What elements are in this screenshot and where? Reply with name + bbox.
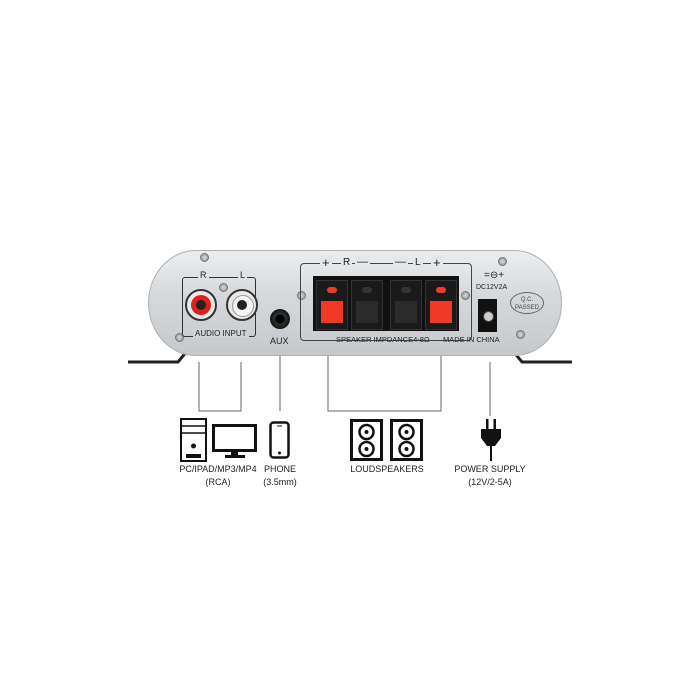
r-minus-label: —: [355, 256, 370, 268]
speakers-label: LOUDSPEAKERS: [350, 464, 424, 474]
power-sublabel: (12V/2-5A): [468, 477, 512, 487]
qc-line1: Q.C.: [520, 297, 534, 303]
rca-jack-left[interactable]: [226, 289, 258, 321]
phone-sublabel: (3.5mm): [263, 477, 297, 487]
dc-polarity-icon: =⊖+: [484, 270, 505, 281]
qc-line2: PASSED: [515, 305, 539, 311]
device-label-pc: PC/IPAD/MP3/MP4 (RCA): [168, 463, 268, 489]
pc-sublabel: (RCA): [205, 477, 231, 487]
speaker-impedance-label: SPEAKER IMPDANCE4-8Ω: [336, 335, 430, 344]
audio-input-label: AUDIO INPUT: [193, 329, 249, 338]
l-plus-label: +: [431, 255, 443, 270]
device-label-power: POWER SUPPLY (12V/2-5A): [445, 463, 535, 489]
audio-input-r-label: R: [198, 270, 209, 280]
dc-label: DC12V2A: [476, 284, 508, 291]
screw: [498, 257, 507, 266]
screw: [175, 333, 184, 342]
screw: [297, 291, 306, 300]
terminal-r-plus[interactable]: [316, 280, 348, 330]
rca-jack-right[interactable]: [185, 289, 217, 321]
screw: [219, 283, 228, 292]
audio-input-l-label: L: [238, 270, 248, 280]
power-label: POWER SUPPLY: [454, 464, 526, 474]
r-plus-label: +: [320, 255, 332, 270]
phone-label: PHONE: [263, 464, 296, 474]
screw: [461, 291, 470, 300]
loudspeaker-icon: [350, 419, 383, 461]
terminal-l-minus[interactable]: [390, 280, 422, 330]
monitor-icon: [212, 424, 257, 458]
r-label: R: [341, 257, 353, 268]
device-label-phone: PHONE (3.5mm): [255, 463, 305, 489]
pc-tower-icon: [180, 418, 207, 462]
l-label: L: [413, 257, 423, 268]
device-label-speakers: LOUDSPEAKERS: [337, 463, 437, 476]
made-in-label: MADE IN CHINA: [443, 335, 500, 344]
terminal-l-plus[interactable]: [425, 280, 457, 330]
dc-power-jack[interactable]: [478, 299, 497, 332]
screw: [200, 253, 209, 262]
l-minus-label: —: [393, 256, 408, 268]
qc-passed-badge: Q.C. PASSED: [510, 292, 544, 314]
aux-jack[interactable]: [270, 309, 290, 329]
power-plug-icon: [481, 419, 501, 461]
pc-label: PC/IPAD/MP3/MP4: [179, 464, 257, 474]
aux-label: AUX: [270, 336, 289, 346]
speaker-frame: [300, 263, 472, 341]
terminal-r-minus[interactable]: [351, 280, 383, 330]
loudspeaker-icon: [390, 419, 423, 461]
phone-icon: [269, 421, 290, 459]
screw: [516, 330, 525, 339]
